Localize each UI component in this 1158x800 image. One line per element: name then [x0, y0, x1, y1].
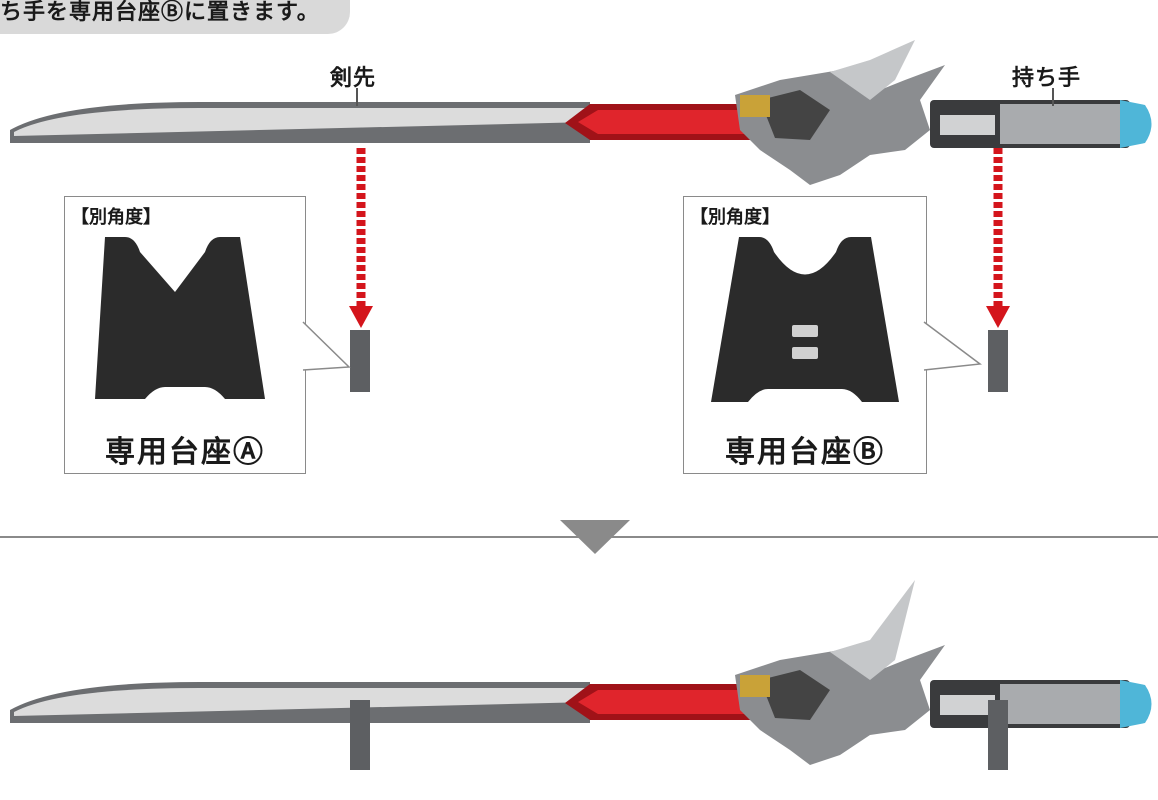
handle-leader-line [1052, 88, 1054, 106]
stand-b-side-view [988, 330, 1008, 392]
instruction-text: ち手を専用台座Ⓑに置きます。 [0, 0, 320, 25]
callout-stand-a: 【別角度】 専用台座Ⓐ [64, 196, 306, 474]
callout-a-pointer [302, 321, 351, 371]
callout-stand-b: 【別角度】 専用台座Ⓑ [683, 196, 927, 474]
handle-label: 持ち手 [1012, 66, 1082, 91]
triangle-down-icon [560, 520, 630, 554]
stand-b-name: 専用台座Ⓑ [725, 435, 885, 470]
callout-b-pointer [923, 321, 982, 371]
callout-title: 【別角度】 [71, 207, 161, 228]
sword-bottom [10, 580, 1152, 770]
stand-a-name: 専用台座Ⓐ [105, 435, 265, 470]
stand-a-side-view [350, 330, 370, 392]
down-arrow-icon [349, 148, 373, 328]
tip-leader-line [356, 88, 358, 106]
sword-top [10, 40, 1152, 185]
stand-b-front-icon [711, 237, 899, 402]
instruction-banner [0, 0, 350, 34]
down-arrow-icon [986, 148, 1010, 328]
tip-label: 剣先 [330, 66, 377, 91]
stand-a-front-icon [95, 237, 265, 399]
callout-title: 【別角度】 [690, 207, 780, 228]
